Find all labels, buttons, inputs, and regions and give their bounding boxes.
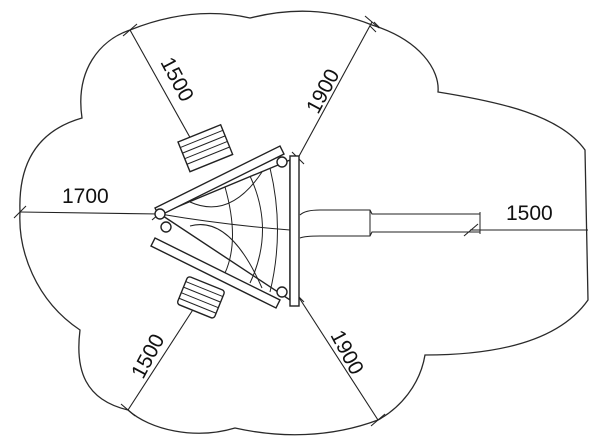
dim-label-upper-right: 1900: [302, 65, 344, 117]
right-side-panel: [289, 155, 300, 307]
dim-line-upper-left: [129, 29, 198, 151]
top-right-marker: [369, 21, 381, 33]
dim-label-upper-left: 1500: [156, 54, 198, 106]
slide: [299, 209, 481, 239]
dim-line-lower-left: [127, 304, 197, 411]
post-left: [154, 208, 166, 220]
dim-label-slide: 1500: [506, 202, 553, 225]
dim-label-lower-right: 1900: [326, 327, 368, 379]
post-left-lower: [160, 221, 172, 233]
dim-line-lower-right: [297, 295, 379, 421]
post-bottom-right: [276, 286, 288, 298]
lower-side-panel: [150, 237, 281, 309]
climbing-net: [159, 167, 291, 293]
dim-label-left: 1700: [62, 185, 109, 208]
dim-line-left: [19, 211, 161, 215]
upper-ladder: [177, 123, 234, 173]
dim-line-upper-right: [297, 21, 373, 159]
lower-ladder: [176, 276, 225, 319]
play-structure: [150, 145, 300, 309]
post-top-right: [276, 156, 288, 168]
safety-zone-outline: [19, 10, 589, 436]
